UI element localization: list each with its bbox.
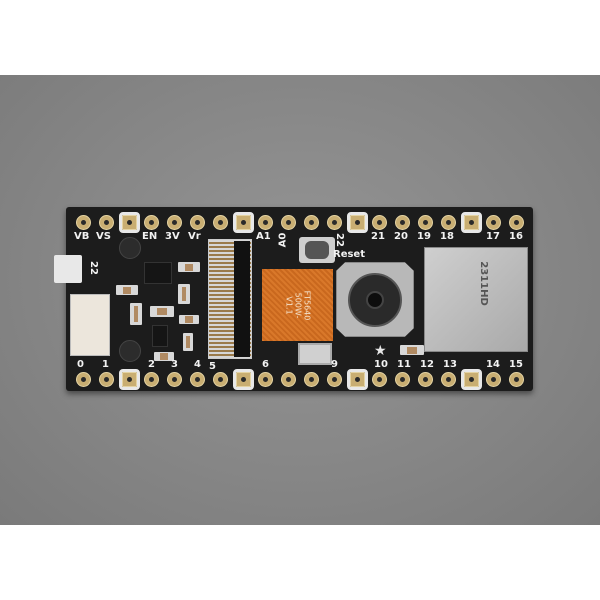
header-pin-pad xyxy=(418,372,433,387)
pin-label-14: 14 xyxy=(486,359,500,370)
camera-flex-cable: FT5640 500W- V1.1 xyxy=(262,269,333,341)
header-pin-pad xyxy=(509,372,525,387)
header-pin-pad xyxy=(395,215,411,230)
header-pin-pad xyxy=(167,372,183,387)
pin-label-0: 0 xyxy=(77,359,84,370)
header-pin-pad xyxy=(509,215,525,230)
pin-label-20: 20 xyxy=(394,231,408,242)
camera-lens-housing xyxy=(348,273,402,327)
header-pin-pad xyxy=(232,369,254,390)
header-pin-pad xyxy=(76,372,91,387)
header-pin-pad xyxy=(232,212,254,233)
header-pin-pad xyxy=(304,215,319,230)
flex-text-version: V1.1 xyxy=(284,295,293,315)
camera-module xyxy=(336,262,414,337)
capacitor xyxy=(178,262,200,272)
header-pin-pad xyxy=(212,372,228,387)
pin-label-15: 15 xyxy=(509,359,523,370)
header-pin-pad xyxy=(118,369,140,390)
capacitor xyxy=(179,315,199,324)
pin-label-3: 3 xyxy=(171,359,178,370)
capacitor xyxy=(154,352,174,361)
header-pin-pad xyxy=(460,212,482,233)
pin-label-3v: 3V xyxy=(165,231,180,242)
header-pin-pad xyxy=(440,215,456,230)
header-pin-pad xyxy=(304,372,319,387)
header-pin-pad xyxy=(395,372,411,387)
header-pin-pad xyxy=(144,372,160,387)
header-pin-pad xyxy=(118,212,140,233)
side-label-22: 22 xyxy=(87,261,99,275)
header-pin-pad xyxy=(98,372,114,387)
pin-label-22: 22 xyxy=(333,233,345,247)
flex-text-model: FT5640 xyxy=(302,290,311,320)
pin-label-a1: A1 xyxy=(256,231,271,242)
pcb-board: VB VS EN 3V Vr A1 A0 22 21 20 19 18 17 1… xyxy=(54,207,533,391)
header-pin-pad xyxy=(281,372,297,387)
header-pin-pad xyxy=(212,215,228,230)
header-pin-pad xyxy=(440,372,456,387)
header-pin-pad xyxy=(98,215,114,230)
header-pin-pad xyxy=(190,372,205,387)
microsd-slot[interactable]: 2311HD xyxy=(424,247,528,352)
header-pin-pad xyxy=(326,372,342,387)
header-pin-pad xyxy=(372,372,388,387)
pin-label-11: 11 xyxy=(397,359,411,370)
jst-connector xyxy=(70,294,110,356)
header-pin-pad xyxy=(486,372,502,387)
header-pin-pad xyxy=(418,215,433,230)
capacitor xyxy=(178,284,190,304)
header-pin-pad xyxy=(372,215,388,230)
header-pin-pad xyxy=(460,369,482,390)
pin-label-13: 13 xyxy=(443,359,457,370)
capacitor xyxy=(183,333,193,351)
pin-label-19: 19 xyxy=(417,231,431,242)
header-pin-pad xyxy=(281,215,297,230)
pin-label-5: 5 xyxy=(209,361,216,372)
header-pin-pad xyxy=(76,215,91,230)
pin-label-12: 12 xyxy=(420,359,434,370)
pin-label-16: 16 xyxy=(509,231,523,242)
star-logo-icon: ★ xyxy=(374,343,387,359)
sd-slot-text: 2311HD xyxy=(477,261,489,306)
pin-label-vs: VS xyxy=(96,231,111,242)
header-pin-pad xyxy=(486,215,502,230)
pin-label-18: 18 xyxy=(440,231,454,242)
transistor-chip xyxy=(152,325,168,347)
pin-label-2: 2 xyxy=(148,359,155,370)
pin-label-1: 1 xyxy=(102,359,109,370)
pin-label-vb: VB xyxy=(74,231,90,242)
pin-label-en: EN xyxy=(142,231,158,242)
capacitor xyxy=(116,285,138,295)
camera-lens-icon xyxy=(366,291,384,309)
pin-label-a0: A0 xyxy=(277,232,289,248)
side-switch[interactable] xyxy=(54,255,82,283)
header-pin-pad xyxy=(144,215,160,230)
fpc-latch xyxy=(234,241,250,357)
pin-label-10: 10 xyxy=(374,359,388,370)
header-pin-pad xyxy=(258,372,274,387)
mounting-hole xyxy=(119,340,141,362)
capacitor xyxy=(150,306,174,317)
pin-label-4: 4 xyxy=(194,359,201,370)
pin-label-21: 21 xyxy=(371,231,385,242)
header-pin-pad xyxy=(167,215,183,230)
header-pin-pad xyxy=(190,215,205,230)
pin-label-9: 9 xyxy=(331,359,338,370)
mounting-hole xyxy=(119,237,141,259)
pin-label-vr: Vr xyxy=(188,231,201,242)
header-pin-pad xyxy=(346,212,368,233)
crystal-oscillator xyxy=(298,343,332,365)
header-pin-pad xyxy=(258,215,274,230)
pin-label-17: 17 xyxy=(486,231,500,242)
reset-label: Reset xyxy=(333,249,365,260)
header-pin-pad xyxy=(326,215,342,230)
reset-button[interactable] xyxy=(299,237,335,263)
flex-text-resolution: 500W- xyxy=(293,292,302,318)
capacitor xyxy=(400,345,424,355)
regulator-chip xyxy=(144,262,172,284)
capacitor xyxy=(130,303,142,325)
pin-label-6: 6 xyxy=(262,359,269,370)
header-pin-pad xyxy=(346,369,368,390)
